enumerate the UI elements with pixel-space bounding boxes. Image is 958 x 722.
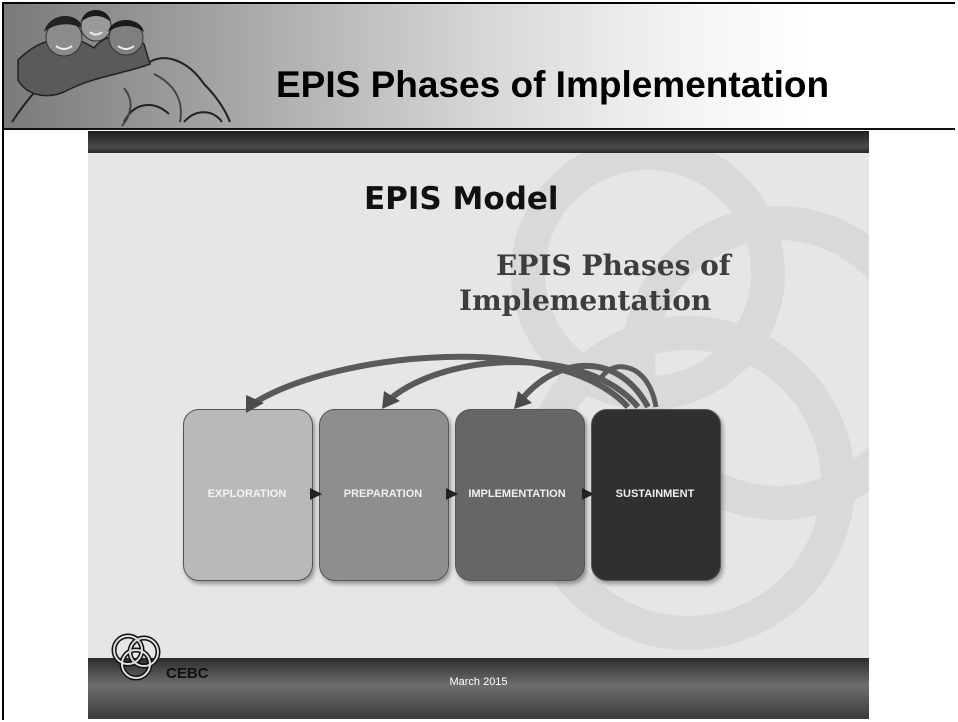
header-band (4, 4, 955, 128)
feedback-arrow-to-exploration (252, 353, 631, 410)
inner-slide-image: EPIS Model EPIS Phases of Implementation… (88, 131, 869, 719)
phase-box-exploration (183, 409, 313, 581)
phase-arrows (246, 353, 659, 500)
phase-label-exploration: EXPLORATION (207, 488, 287, 500)
feedback-arrow-loop (597, 364, 659, 408)
feedback-arrowhead-preparation (382, 391, 400, 409)
inner-slide-top-bar (88, 131, 869, 153)
inner-subtitle-line-1: EPIS Phases of (496, 249, 731, 282)
phase-label-implementation: IMPLEMENTATION (468, 488, 566, 500)
feedback-arrow-to-preparation (388, 359, 641, 409)
footer-brand: CEBC (166, 665, 209, 682)
cebc-logo-icon (111, 633, 161, 681)
inner-slide-footer-bar (88, 658, 869, 719)
header-divider (4, 128, 955, 130)
phase-box-sustainment (591, 409, 721, 581)
feedback-arrowhead-implementation (514, 391, 532, 409)
phase-label-preparation: PREPARATION (343, 488, 423, 500)
feedback-arrowhead-exploration (246, 395, 264, 413)
forward-arrow-3 (582, 488, 594, 500)
inner-slide-title: EPIS Model (364, 181, 559, 217)
feedback-arrow-to-implementation (519, 362, 651, 409)
phase-label-sustainment: SUSTAINMENT (615, 488, 695, 500)
forward-arrow-1 (310, 488, 322, 500)
footer-date: March 2015 (449, 676, 508, 688)
inner-subtitle-line-2: Implementation (459, 284, 712, 317)
forward-arrow-2 (446, 488, 458, 500)
phase-box-preparation (319, 409, 449, 581)
slide-title: EPIS Phases of Implementation (276, 64, 830, 105)
puzzle-family-image (11, 10, 231, 127)
